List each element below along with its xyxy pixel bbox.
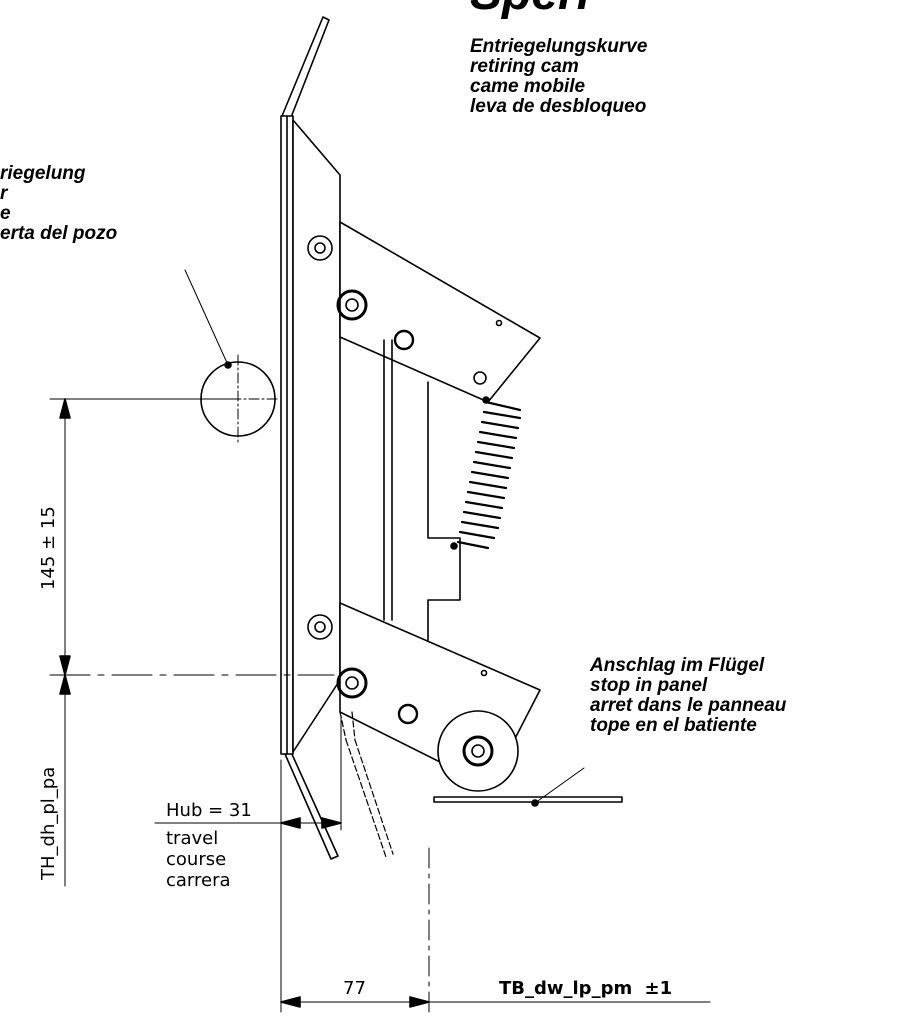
lock-label-line: erta del pozo — [0, 223, 118, 244]
cam-label-line: came mobile — [470, 76, 586, 97]
dimension-tb-tolerance: ±1 — [644, 978, 673, 999]
dimension-tb-label: TB_dw_lp_pm — [499, 978, 633, 999]
travel-line: course — [166, 849, 227, 870]
lock-label: riegelung r e erta del pozo — [0, 164, 117, 244]
stop-label-line: arret dans le panneau — [590, 695, 787, 716]
dimension-hub: Hub = 31 — [166, 800, 252, 821]
lock-label-line: r — [0, 183, 8, 204]
travel-labels: travel course carrera — [166, 828, 231, 891]
title-partial: Sperr — [470, 0, 595, 18]
stop-label-line: Anschlag im Flügel — [590, 655, 765, 676]
upper-lever — [339, 221, 541, 403]
dimension-77: 77 — [343, 978, 366, 999]
cam-label-line: retiring cam — [470, 56, 579, 77]
cam-plate — [292, 119, 341, 753]
lock-label-line: riegelung — [0, 163, 86, 184]
cam-label: Entriegelungskurve retiring cam came mob… — [470, 37, 647, 117]
stop-bar — [433, 796, 623, 803]
lock-label-line: e — [0, 203, 11, 224]
travel-line: carrera — [166, 870, 231, 891]
roller — [437, 710, 519, 792]
stop-label-line: stop in panel — [590, 675, 708, 696]
dimension-tb: TB_dw_lp_pm ±1 — [499, 978, 672, 999]
dimension-th: TH_dh_pl_pa — [38, 766, 59, 880]
dimension-145: 145 ± 15 — [38, 506, 59, 590]
travel-line: travel — [166, 828, 219, 849]
stop-label: Anschlag im Flügel stop in panel arret d… — [590, 656, 786, 736]
cam-label-line: leva de desbloqueo — [470, 96, 647, 117]
door-top-fold — [281, 16, 330, 121]
cam-label-line: Entriegelungskurve — [470, 36, 648, 57]
door-bottom-fold — [284, 751, 339, 860]
stop-label-line: tope en el batiente — [590, 715, 757, 736]
spring — [456, 400, 522, 550]
